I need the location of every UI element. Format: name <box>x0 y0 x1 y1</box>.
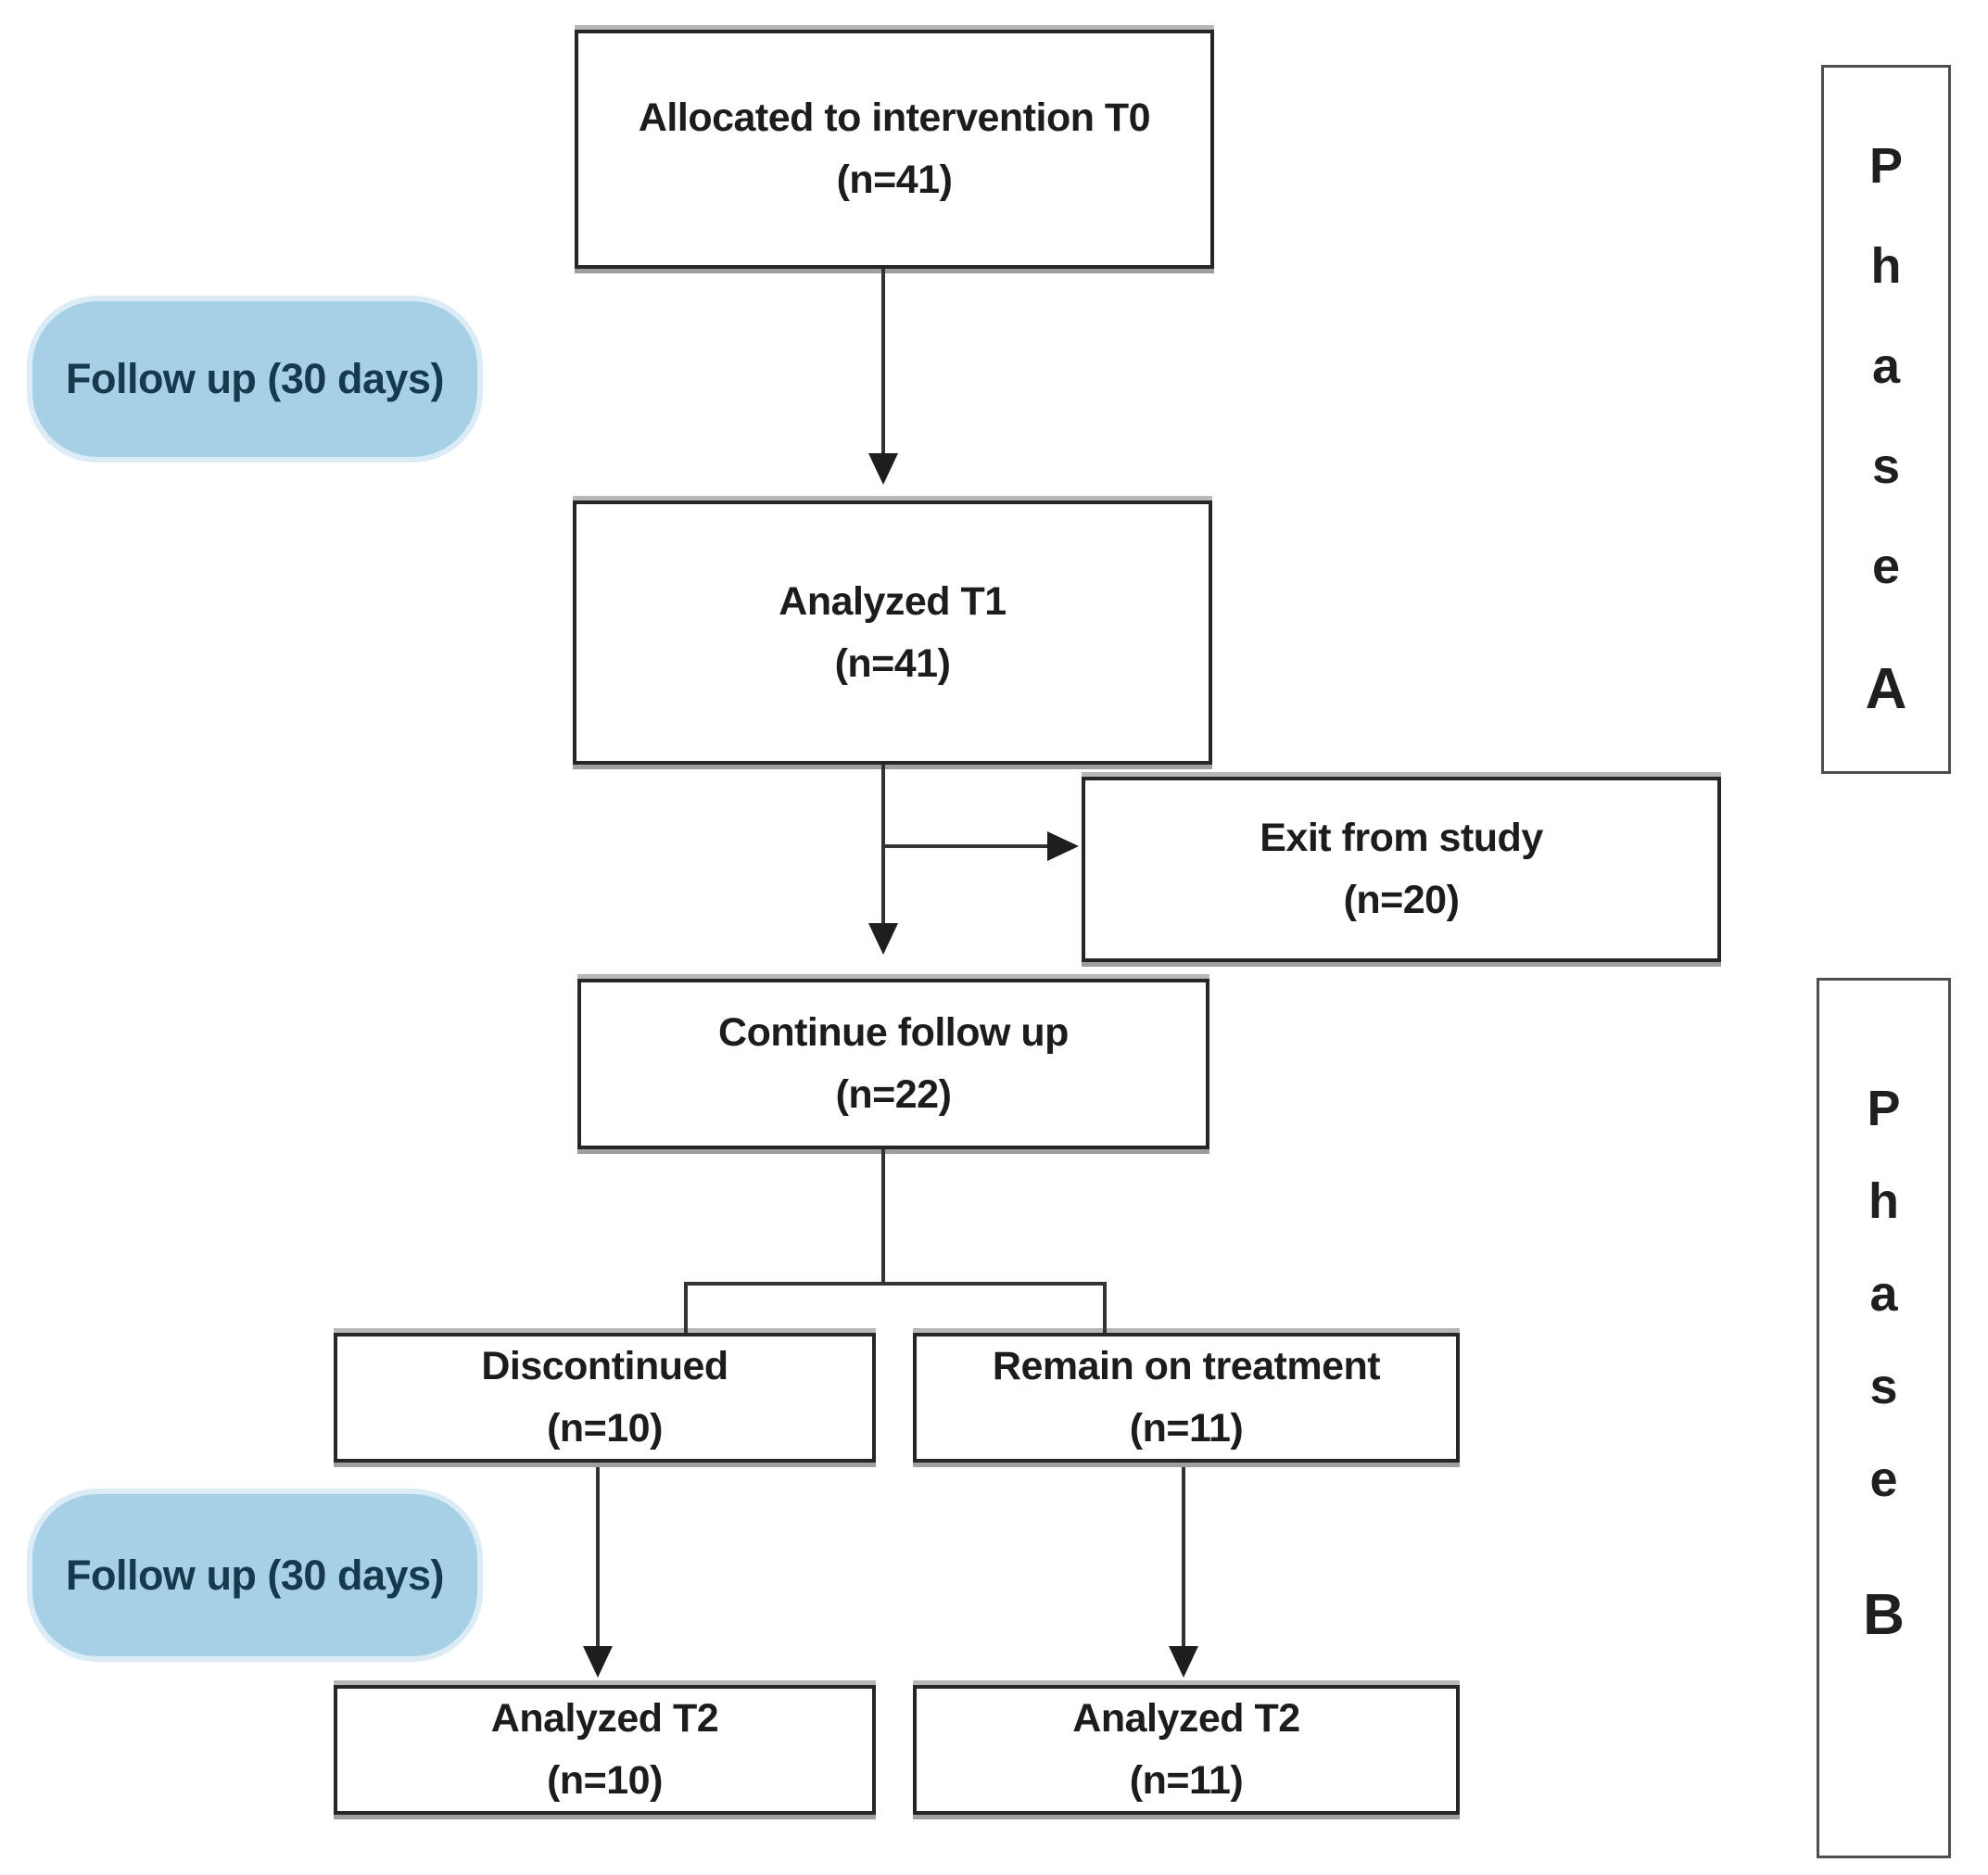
phase-a-letter: A <box>1865 657 1907 721</box>
box-analyzed-t1: Analyzed T1 (n=41) <box>573 500 1212 765</box>
box-allocated-intervention: Allocated to intervention T0 (n=41) <box>575 30 1214 269</box>
box-analyzed-t2-remain: Analyzed T2 (n=11) <box>913 1685 1460 1815</box>
arrowhead-into-analyzed-t2-left <box>583 1646 613 1678</box>
box-exit-from-study: Exit from study (n=20) <box>1082 777 1721 962</box>
connector-allocated-to-analyzed-t1 <box>881 269 885 454</box>
connector-branch-to-exit <box>883 844 1050 848</box>
connector-continue-to-split <box>881 1149 885 1286</box>
badge-follow-up-phase-b-label: Follow up (30 days) <box>65 1551 445 1599</box>
box-discontinued: Discontinued (n=10) <box>334 1333 876 1463</box>
box-continue-follow-up: Continue follow up (n=22) <box>577 979 1209 1149</box>
box-discontinued-title: Discontinued <box>481 1344 728 1389</box>
connector-remain-to-analyzed-t2 <box>1182 1467 1185 1648</box>
box-analyzed-t2-remain-count: (n=11) <box>1129 1758 1244 1803</box>
box-analyzed-t2-discontinued: Analyzed T2 (n=10) <box>334 1685 876 1815</box>
box-remain-on-treatment: Remain on treatment (n=11) <box>913 1333 1460 1463</box>
arrowhead-into-exit-from-study <box>1047 831 1079 861</box>
phase-b-label: Phase B <box>1817 978 1951 1858</box>
box-analyzed-t2-discontinued-count: (n=10) <box>547 1758 663 1803</box>
box-allocated-intervention-count: (n=41) <box>836 158 953 202</box>
connector-split-to-remain <box>1103 1282 1107 1333</box>
connector-split-bar <box>684 1282 1107 1286</box>
badge-follow-up-phase-a: Follow up (30 days) <box>32 301 477 457</box>
badge-follow-up-phase-a-label: Follow up (30 days) <box>65 355 445 402</box>
box-remain-on-treatment-title: Remain on treatment <box>992 1344 1381 1389</box>
arrowhead-into-analyzed-t2-right <box>1169 1646 1198 1678</box>
box-continue-follow-up-title: Continue follow up <box>718 1010 1069 1056</box>
box-discontinued-count: (n=10) <box>547 1406 663 1451</box>
box-remain-on-treatment-count: (n=11) <box>1129 1406 1244 1451</box>
phase-a-label: Phase A <box>1821 65 1951 774</box>
box-continue-follow-up-count: (n=22) <box>835 1072 952 1117</box>
box-exit-from-study-title: Exit from study <box>1260 816 1543 861</box>
phase-a-word: Phase <box>1868 138 1904 594</box>
box-analyzed-t1-count: (n=41) <box>834 640 951 686</box>
box-analyzed-t2-discontinued-title: Analyzed T2 <box>490 1696 719 1742</box>
arrowhead-into-analyzed-t1 <box>868 453 898 485</box>
box-analyzed-t1-title: Analyzed T1 <box>779 578 1007 624</box>
badge-follow-up-phase-b: Follow up (30 days) <box>32 1494 477 1656</box>
box-exit-from-study-count: (n=20) <box>1343 878 1460 922</box>
phase-b-letter: B <box>1863 1583 1905 1647</box>
connector-split-to-discontinued <box>684 1282 688 1333</box>
connector-discontinued-to-analyzed-t2 <box>596 1467 600 1648</box>
box-allocated-intervention-title: Allocated to intervention T0 <box>638 95 1151 141</box>
phase-b-word: Phase <box>1867 1081 1901 1507</box>
arrowhead-into-continue-follow-up <box>868 923 898 955</box>
box-analyzed-t2-remain-title: Analyzed T2 <box>1072 1696 1300 1742</box>
